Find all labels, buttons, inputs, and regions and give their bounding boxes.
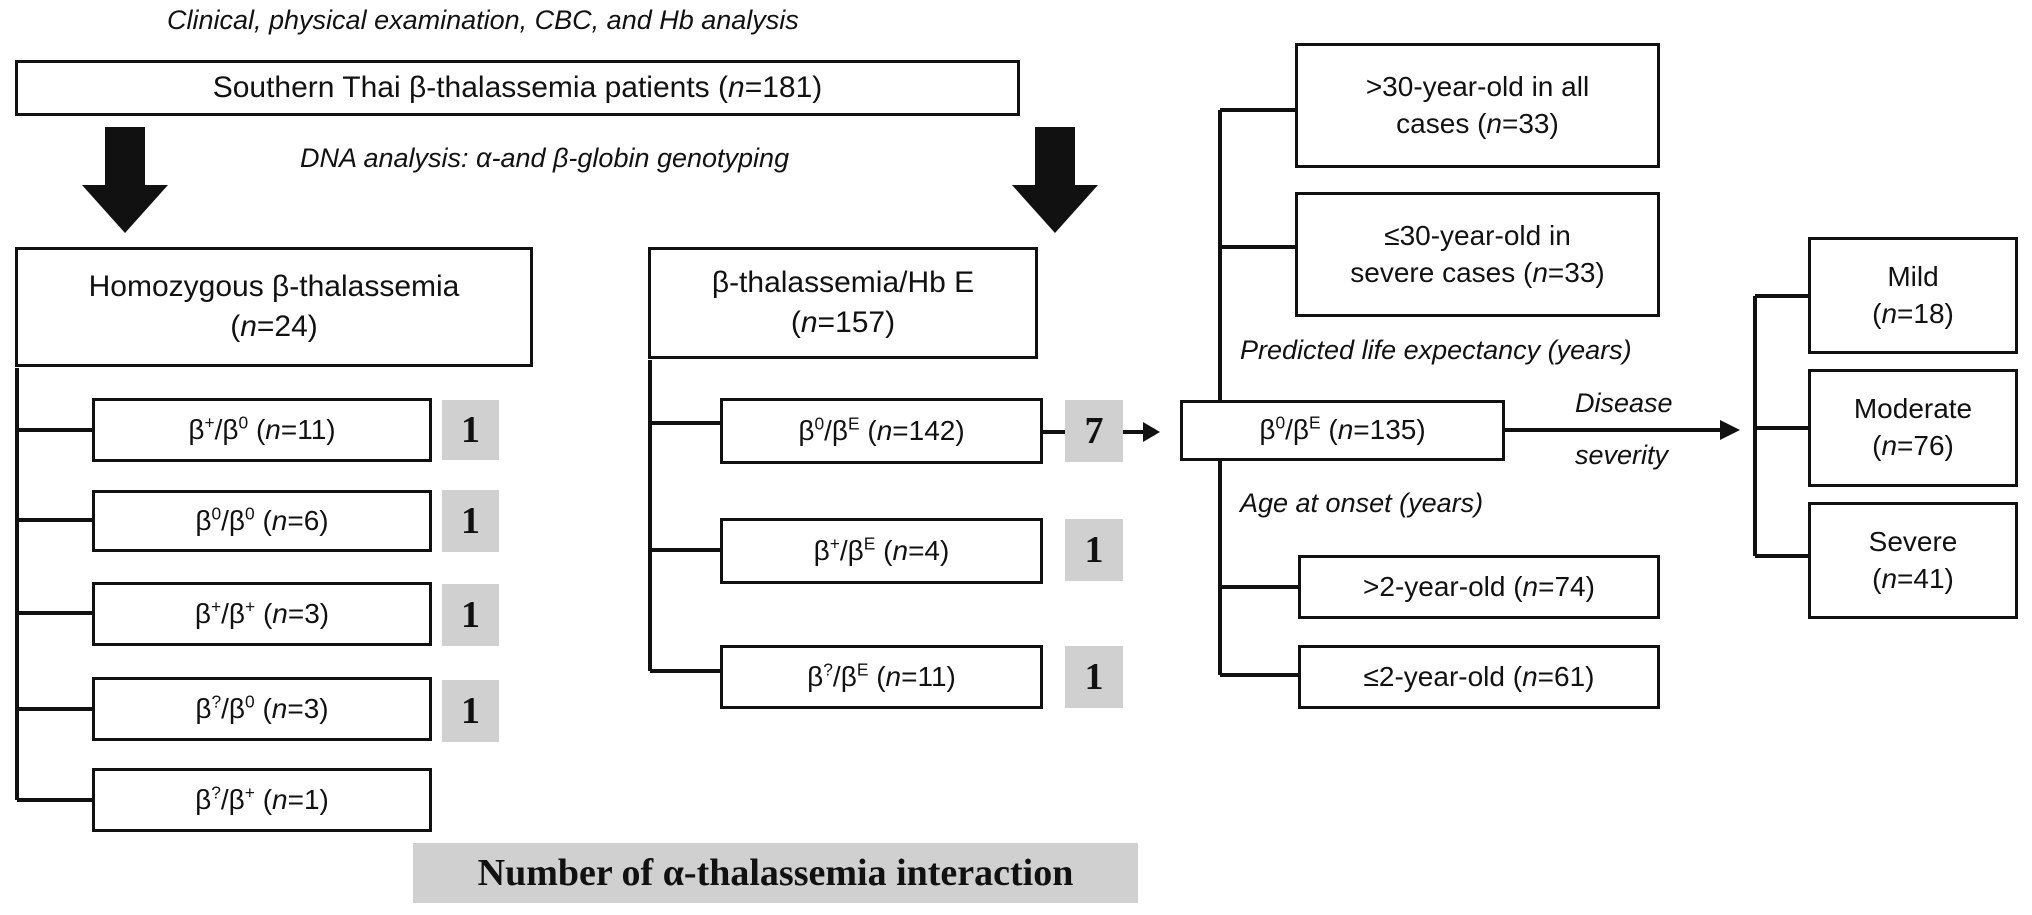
severity-box-mild: Mild (n=18) <box>1808 237 2018 354</box>
genotype-label: β0/β0 (n=6) <box>195 502 329 536</box>
homozygous-count: (n=24) <box>230 310 318 343</box>
hbe-count: (n=157) <box>790 306 896 339</box>
life-expectancy-line2: severe cases (n=33) <box>1350 256 1605 288</box>
hbe-title: β-thalassemia/Hb E <box>711 266 975 300</box>
interaction-count-hbe-1: 1 <box>1065 519 1123 581</box>
genotype-box-homozygous-3: β?/β0 (n=3) <box>92 677 432 741</box>
legend-interaction: Number of α-thalassemia interaction <box>413 843 1138 903</box>
genotype-box-hbe-1: β+/βE (n=4) <box>720 518 1043 584</box>
onset-box-1: ≤2-year-old (n=61) <box>1298 645 1660 709</box>
life-expectancy-line2: cases (n=33) <box>1396 107 1559 139</box>
genotype-label: β?/β0 (n=3) <box>195 690 329 724</box>
life-expectancy-line1: ≤30-year-old in <box>1384 219 1571 251</box>
severity-label: Moderate <box>1853 393 1973 425</box>
severity-label: Mild <box>1887 260 1939 292</box>
onset-label: ≤2-year-old (n=61) <box>1363 660 1595 692</box>
homozygous-box: Homozygous β-thalassemia (n=24) <box>15 247 533 367</box>
severity-box-moderate: Moderate (n=76) <box>1808 369 2018 487</box>
interaction-count-hbe-2: 1 <box>1065 646 1123 708</box>
interaction-count-homozygous-2: 1 <box>442 584 499 646</box>
hbe-box: β-thalassemia/Hb E (n=157) <box>648 247 1038 359</box>
severity-box-severe: Severe (n=41) <box>1808 502 2018 619</box>
caption-disease-severity-2: severity <box>1575 440 1669 470</box>
arrow-severity-head <box>1720 420 1740 440</box>
severity-count: (n=18) <box>1872 297 1954 329</box>
interaction-count-homozygous-1: 1 <box>442 490 499 552</box>
onset-label: >2-year-old (n=74) <box>1363 570 1595 602</box>
caption-age-onset: Age at onset (years) <box>1240 488 1484 518</box>
life-expectancy-box-1: ≤30-year-old in severe cases (n=33) <box>1295 192 1660 317</box>
genotype-label: β?/βE (n=11) <box>807 658 956 692</box>
interaction-count-hbe-0: 7 <box>1065 400 1123 462</box>
severity-count: (n=76) <box>1872 430 1954 461</box>
caption-life-expectancy: Predicted life expectancy (years) <box>1240 335 1632 365</box>
genotype-label: β0/βE (n=142) <box>798 412 965 446</box>
genotype-label: β+/β0 (n=11) <box>188 411 336 445</box>
genotype-label: β+/β+ (n=3) <box>194 595 330 629</box>
selected-genotype-label: β0/βE (n=135) <box>1259 412 1426 446</box>
caption-top: Clinical, physical examination, CBC, and… <box>167 5 799 35</box>
homozygous-title: Homozygous β-thalassemia <box>88 270 460 304</box>
genotype-box-hbe-0: β0/βE (n=142) <box>720 398 1043 464</box>
severity-count: (n=41) <box>1872 562 1954 594</box>
severity-label: Severe <box>1868 525 1958 557</box>
interaction-count-homozygous-3: 1 <box>442 680 499 742</box>
block-arrow-right <box>1012 127 1098 233</box>
caption-disease-severity-1: Disease <box>1575 388 1673 418</box>
life-expectancy-box-0: >30-year-old in all cases (n=33) <box>1295 43 1660 168</box>
interaction-count-homozygous-0: 1 <box>442 400 499 460</box>
genotype-box-homozygous-2: β+/β+ (n=3) <box>92 582 432 646</box>
genotype-label: β?/β+ (n=1) <box>195 781 329 815</box>
genotype-box-homozygous-4: β?/β+ (n=1) <box>92 768 432 832</box>
onset-box-0: >2-year-old (n=74) <box>1298 555 1660 619</box>
life-expectancy-line1: >30-year-old in all <box>1365 70 1590 102</box>
genotype-box-hbe-2: β?/βE (n=11) <box>720 645 1043 709</box>
selected-genotype-box: β0/βE (n=135) <box>1180 400 1505 461</box>
genotype-box-homozygous-1: β0/β0 (n=6) <box>92 490 432 552</box>
genotype-label: β+/βE (n=4) <box>813 532 950 566</box>
arrow-to-selected-head <box>1143 422 1160 442</box>
root-label: Southern Thai β-thalassemia patients (n=… <box>212 71 823 105</box>
root-box: Southern Thai β-thalassemia patients (n=… <box>15 60 1020 116</box>
genotype-box-homozygous-0: β+/β0 (n=11) <box>92 398 432 462</box>
block-arrow-left <box>82 127 168 233</box>
caption-dna: DNA analysis: α-and β-globin genotyping <box>300 143 790 173</box>
